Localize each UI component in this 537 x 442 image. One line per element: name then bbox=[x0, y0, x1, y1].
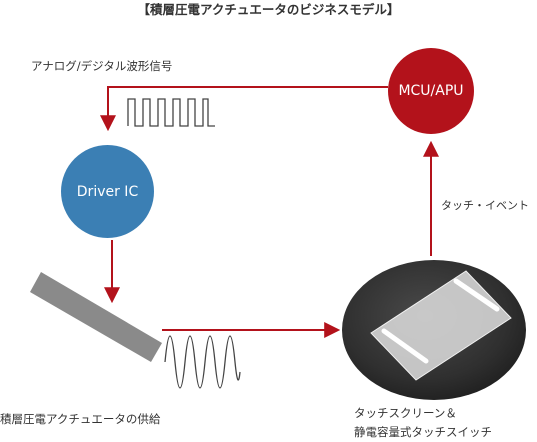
touch-panel-label-line2: 静電容量式タッチスイッチ bbox=[354, 425, 492, 439]
mcu-apu-label: MCU/APU bbox=[398, 83, 464, 99]
arrow-mcu-to-driver bbox=[100, 86, 388, 132]
diagram-title: 【積層圧電アクチュエータのビジネスモデル】 bbox=[137, 2, 400, 17]
driver-ic-node: Driver IC bbox=[61, 145, 154, 238]
piezo-actuator-image bbox=[30, 272, 162, 362]
square-wave-signal bbox=[127, 98, 215, 127]
driver-ic-label: Driver IC bbox=[76, 183, 139, 200]
signal-label: アナログ/デジタル波形信号 bbox=[31, 59, 173, 73]
touch-panel-label-line1: タッチスクリーン＆ bbox=[354, 406, 457, 420]
mcu-apu-node: MCU/APU bbox=[388, 48, 474, 134]
touch-panel-image bbox=[342, 260, 526, 400]
touch-event-label: タッチ・イベント bbox=[441, 199, 529, 212]
sine-wave-signal bbox=[164, 335, 241, 389]
actuator-supply-label: 積層圧電アクチュエータの供給 bbox=[0, 412, 161, 426]
